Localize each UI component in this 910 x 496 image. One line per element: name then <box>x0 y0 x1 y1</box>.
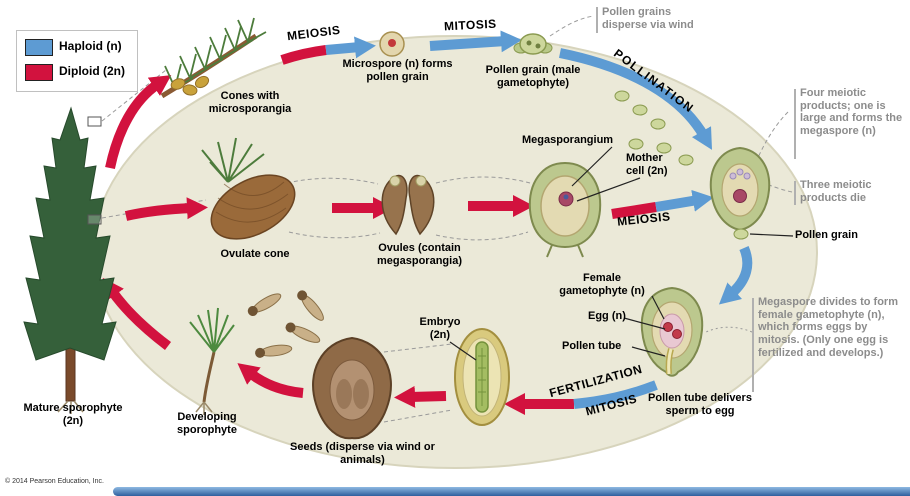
ovule-closeup <box>528 161 602 258</box>
pollen-tube-label: Pollen tube <box>562 340 622 352</box>
arrow-seed-to-section <box>394 385 447 408</box>
seed-closeup <box>454 328 510 426</box>
cones-with-microsporangia-label: Cones with microsporangia <box>208 90 292 115</box>
egg-label: Egg (n) <box>588 310 626 322</box>
pollen-tube-delivers-label: Pollen tube delivers sperm to egg <box>648 392 752 417</box>
haploid-legend-label: Haploid (n) <box>59 39 122 53</box>
megasporangium-label: Megasporangium <box>522 134 614 146</box>
ovule-pair <box>381 174 435 236</box>
female-gametophyte-label: Female gametophyte (n) <box>559 272 645 297</box>
mother-cell-label: Mother cell (2n) <box>626 152 668 177</box>
pollen-grain-at-micropyle <box>733 228 749 240</box>
tree-callout-box-bottom <box>87 214 102 225</box>
megaspore-divides-annotation: Megaspore divides to form female gametop… <box>758 296 898 359</box>
arrow-meiosis-top-red <box>280 45 327 65</box>
seeds-disperse-label: Seeds (disperse via wind or animals) <box>290 441 435 466</box>
arrow-seedling-to-tree <box>102 277 172 350</box>
drifting-pollen-grains <box>614 90 694 166</box>
ovules-label: Ovules (contain megasporangia) <box>377 242 462 267</box>
embryo-label: Embryo (2n) <box>419 316 461 341</box>
arrow-meiosis-right-blue <box>655 189 714 212</box>
three-meiotic-products-annotation: Three meiotic products die <box>800 179 872 204</box>
arrow-fertilization-blue <box>573 380 658 409</box>
diploid-arrows <box>102 45 657 415</box>
mature-sporophyte-tree <box>23 106 117 414</box>
copyright-notice: © 2014 Pearson Education, Inc. <box>5 478 104 485</box>
pollen-grain-male-label: Pollen grain (male gametophyte) <box>485 64 581 89</box>
seed-section <box>312 336 392 440</box>
annotation-brackets <box>596 7 796 392</box>
ovule-meiotic-products <box>709 146 771 240</box>
arrow-ovule-down <box>718 245 753 305</box>
pollen-grain-label: Pollen grain <box>795 229 858 241</box>
pollen-grain-cell <box>513 33 553 55</box>
dashed-connectors <box>101 15 793 423</box>
mature-sporophyte-label: Mature sporophyte (2n) <box>23 402 123 427</box>
arrow-meiosis-top-blue <box>325 36 376 59</box>
diploid-color-swatch <box>25 64 53 81</box>
arrow-mitosis-top <box>429 30 522 53</box>
diploid-legend-label: Diploid (2n) <box>59 64 125 78</box>
tree-callout-box-top <box>87 116 102 127</box>
haploid-arrows <box>325 30 753 409</box>
developing-sporophyte-label: Developing sporophyte <box>177 411 237 436</box>
footer-accent-bar <box>113 487 910 496</box>
mitosis-top-label: MITOSIS <box>443 16 497 34</box>
arrow-pollination <box>559 48 713 150</box>
microspore <box>379 31 405 57</box>
developing-sporophyte-seedling <box>189 307 235 415</box>
microspore-label: Microspore (n) forms pollen grain <box>342 58 453 83</box>
pointer-lines <box>449 146 794 361</box>
four-meiotic-products-annotation: Four meiotic products; one is large and … <box>800 87 903 137</box>
arrow-meiosis-right-red <box>611 202 657 219</box>
haploid-color-swatch <box>25 39 53 56</box>
legend: Haploid (n) Diploid (2n) <box>16 30 138 92</box>
arrow-section-to-seedling <box>237 363 304 398</box>
winged-seeds <box>247 290 324 358</box>
ovulate-cone-art <box>201 137 296 240</box>
pollen-cone-branch <box>160 17 267 99</box>
arrow-tree-to-pollen-cones <box>105 75 172 170</box>
arrow-tree-to-ovulate-cone <box>124 197 208 221</box>
ovulate-cone-label: Ovulate cone <box>220 248 290 260</box>
pollen-disperse-annotation: Pollen grains disperse via wind <box>602 6 694 31</box>
